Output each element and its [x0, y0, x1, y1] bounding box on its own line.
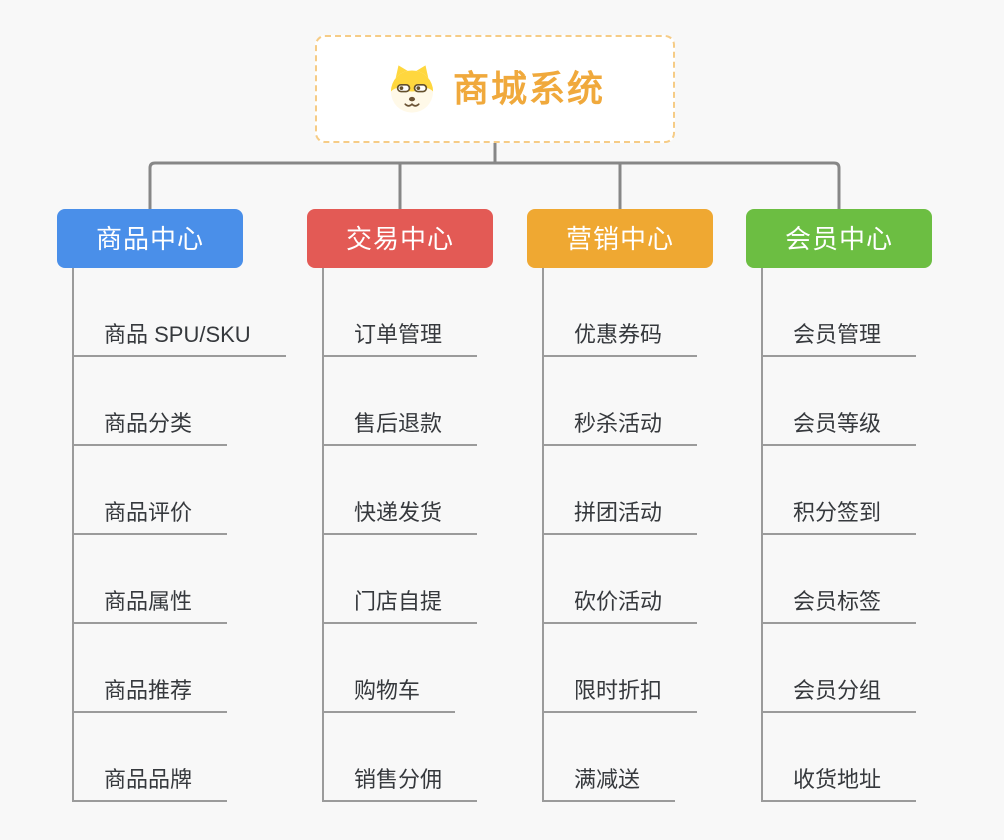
child-node-bargain-activity[interactable]: 砍价活动	[544, 535, 698, 624]
children-products: 商品 SPU/SKU 商品分类 商品评价 商品属性 商品推荐 商品品牌	[72, 268, 286, 802]
child-node-shopping-cart[interactable]: 购物车	[324, 624, 456, 713]
root-node[interactable]: 商城系统	[315, 35, 675, 143]
child-node-product-category[interactable]: 商品分类	[74, 357, 228, 446]
branch-members: 会员中心 会员管理 会员等级 积分签到 会员标签 会员分组 收货地址	[746, 209, 932, 802]
branch-label-members: 会员中心	[784, 223, 893, 254]
branch-box-trade[interactable]: 交易中心	[307, 209, 493, 268]
branch-label-products: 商品中心	[95, 223, 204, 254]
child-node-full-reduction[interactable]: 满减送	[544, 713, 676, 802]
branch-box-members[interactable]: 会员中心	[746, 209, 932, 268]
child-node-limited-time-discount[interactable]: 限时折扣	[544, 624, 698, 713]
branch-products: 商品中心 商品 SPU/SKU 商品分类 商品评价 商品属性 商品推荐 商品品牌	[57, 209, 286, 802]
child-node-member-level[interactable]: 会员等级	[763, 357, 917, 446]
child-node-product-brand[interactable]: 商品品牌	[74, 713, 228, 802]
children-trade: 订单管理 售后退款 快递发货 门店自提 购物车 销售分佣	[322, 268, 478, 802]
branch-label-trade: 交易中心	[345, 223, 454, 254]
child-node-coupon-code[interactable]: 优惠券码	[544, 268, 698, 357]
doge-icon	[385, 62, 439, 116]
child-node-product-attribute[interactable]: 商品属性	[74, 535, 228, 624]
child-node-store-pickup[interactable]: 门店自提	[324, 535, 478, 624]
child-node-points-checkin[interactable]: 积分签到	[763, 446, 917, 535]
branch-box-marketing[interactable]: 营销中心	[527, 209, 713, 268]
child-node-flash-sale[interactable]: 秒杀活动	[544, 357, 698, 446]
child-node-member-management[interactable]: 会员管理	[763, 268, 917, 357]
root-title: 商城系统	[452, 68, 605, 109]
child-node-product-review[interactable]: 商品评价	[74, 446, 228, 535]
branch-box-products[interactable]: 商品中心	[57, 209, 243, 268]
child-node-product-recommend[interactable]: 商品推荐	[74, 624, 228, 713]
branch-marketing: 营销中心 优惠券码 秒杀活动 拼团活动 砍价活动 限时折扣 满减送	[527, 209, 713, 802]
child-node-shipping-address[interactable]: 收货地址	[763, 713, 917, 802]
branch-label-marketing: 营销中心	[565, 223, 674, 254]
child-node-spu-sku[interactable]: 商品 SPU/SKU	[74, 268, 286, 357]
branch-trade: 交易中心 订单管理 售后退款 快递发货 门店自提 购物车 销售分佣	[307, 209, 493, 802]
children-marketing: 优惠券码 秒杀活动 拼团活动 砍价活动 限时折扣 满减送	[542, 268, 698, 802]
child-node-sales-commission[interactable]: 销售分佣	[324, 713, 478, 802]
child-node-group-buy[interactable]: 拼团活动	[544, 446, 698, 535]
child-node-order-management[interactable]: 订单管理	[324, 268, 478, 357]
child-node-aftersale-refund[interactable]: 售后退款	[324, 357, 478, 446]
child-node-express-delivery[interactable]: 快递发货	[324, 446, 478, 535]
children-members: 会员管理 会员等级 积分签到 会员标签 会员分组 收货地址	[761, 268, 917, 802]
child-node-member-tag[interactable]: 会员标签	[763, 535, 917, 624]
child-node-member-group[interactable]: 会员分组	[763, 624, 917, 713]
